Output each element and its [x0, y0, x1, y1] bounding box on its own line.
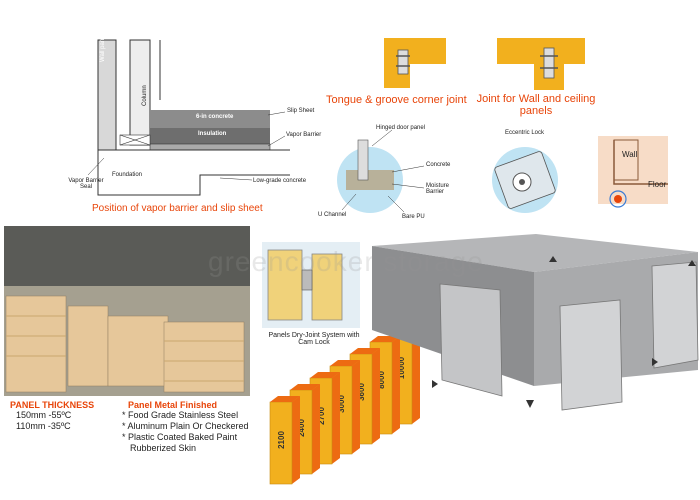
panel-metal-item: * Plastic Coated Baked Paint — [122, 432, 238, 442]
panel-height-label: 2700 — [317, 407, 326, 425]
vapor-barrier-label: Vapor Barrier — [286, 132, 322, 138]
panel-metal-item: * Aluminum Plain Or Checkered — [122, 421, 249, 431]
panel-thickness-block: PANEL THICKNESS 150mm -55ºC 110mm -35ºC — [10, 400, 120, 432]
panels-caption: Panels Dry-Joint System with Cam Lock — [268, 332, 360, 346]
moisture-barrier-label: Moisture Barrier — [426, 183, 450, 195]
concrete-label-2: Concrete — [426, 162, 451, 168]
panel-thickness-row: 150mm -55ºC — [16, 410, 72, 420]
warehouse-photo — [4, 226, 250, 396]
panel-height-label: 10000 — [397, 356, 406, 379]
bare-pu-label: Bare PU — [402, 214, 425, 220]
panel-height-label: 3600 — [357, 383, 366, 401]
watermark-text: greencooker storage — [208, 246, 484, 277]
panel-metal-block: Panel Metal Finished * Food Grade Stainl… — [122, 400, 262, 454]
wall-label: Wall — [622, 150, 638, 159]
panel-height-label: 3000 — [337, 395, 346, 413]
hinged-door-panel-label: Hinged door panel — [376, 125, 426, 131]
eccentric-lock-label: Eccentric Lock — [505, 130, 545, 136]
foundation-label: Foundation — [112, 172, 143, 178]
panel-metal-item: * Food Grade Stainless Steel — [122, 410, 239, 420]
panel-height-block: 2100 — [269, 396, 300, 485]
insulation-label: Insulation — [198, 131, 227, 137]
panel-thickness-title: PANEL THICKNESS — [10, 400, 95, 410]
tongue-groove-caption: Tongue & groove corner joint — [326, 94, 467, 106]
panel-height-label: 8000 — [377, 371, 386, 389]
panel-metal-item: Rubberized Skin — [130, 443, 197, 453]
concrete-label: 6-in concrete — [196, 114, 234, 120]
u-channel-label: U Channel — [318, 212, 347, 218]
slip-sheet-label: Slip Sheet — [287, 108, 315, 114]
panel-metal-title: Panel Metal Finished — [128, 400, 218, 410]
panel-height-label: 2100 — [277, 431, 286, 449]
vapor-barrier-caption: Position of vapor barrier and slip sheet — [92, 203, 263, 214]
low-grade-concrete-label: Low-grade concrete — [253, 178, 307, 184]
floor-label: Floor — [648, 180, 667, 189]
panel-height-label: 2400 — [297, 419, 306, 437]
joint-caption: Joint for Wall and ceiling panels — [476, 93, 596, 117]
vapor-barrier-seal-label: Vapor Barrier Seal — [68, 178, 104, 190]
panel-thickness-row: 110mm -35ºC — [16, 421, 71, 431]
